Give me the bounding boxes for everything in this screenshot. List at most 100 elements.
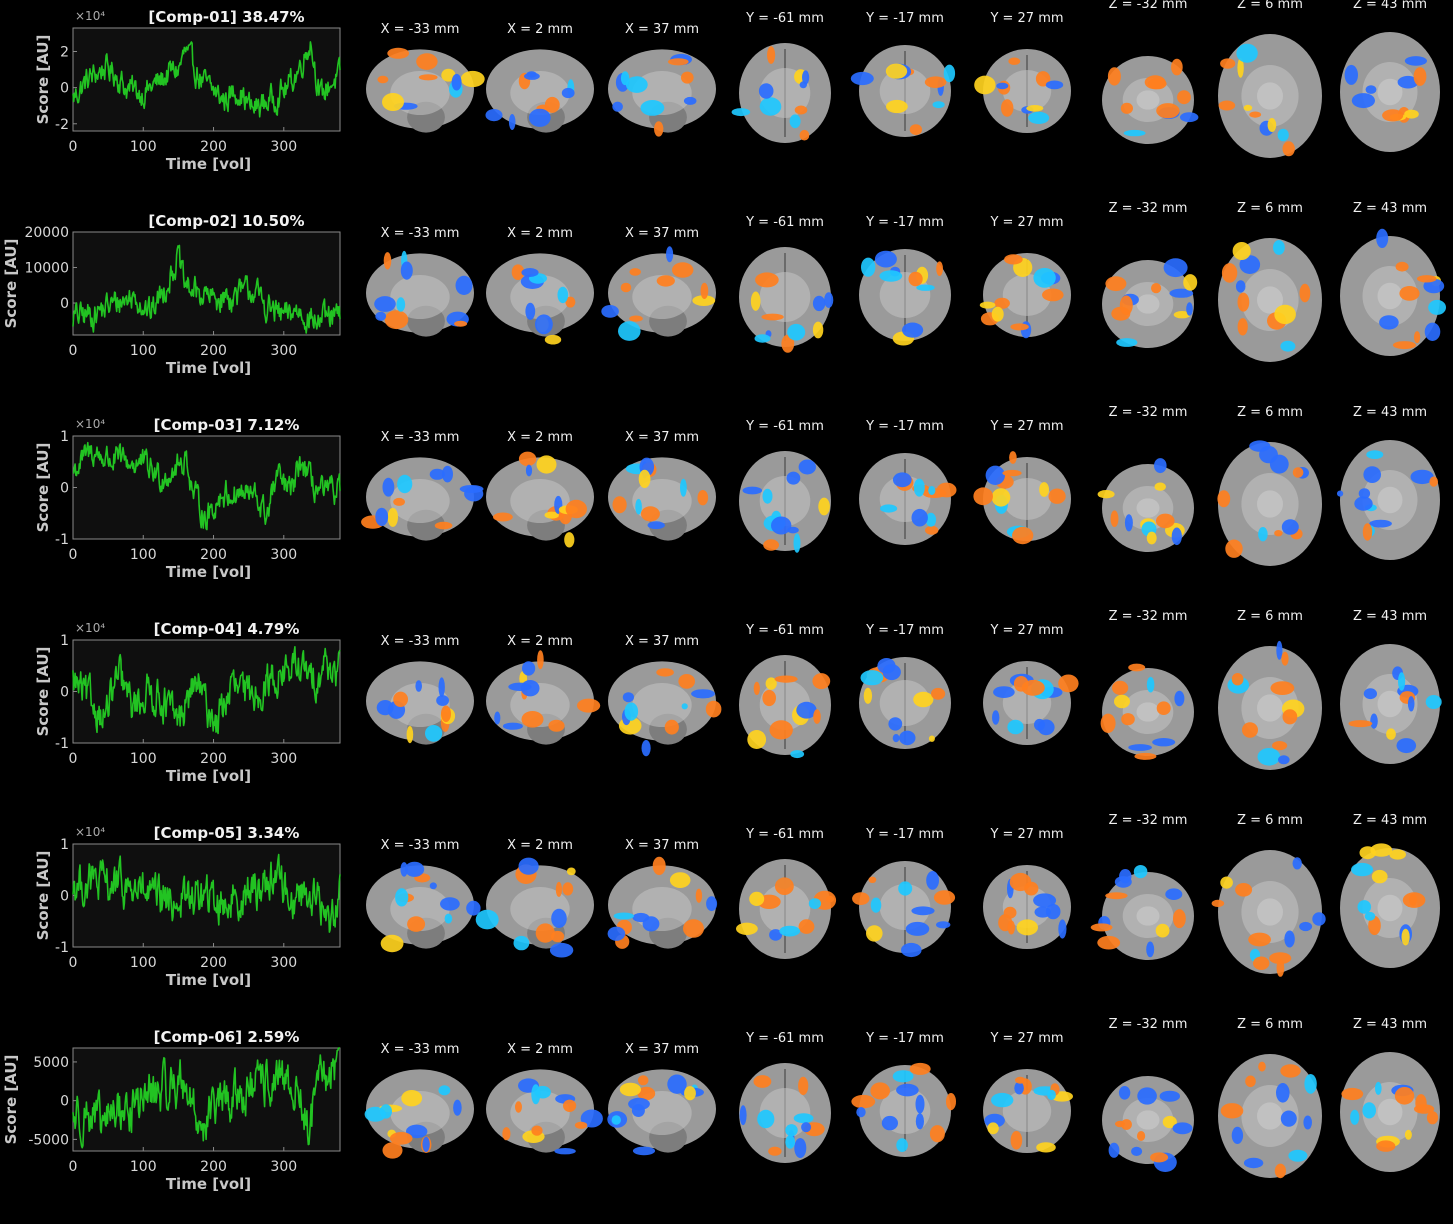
activation-cluster	[1274, 530, 1283, 537]
activation-cluster	[1350, 1109, 1360, 1125]
slice-label-6: Y = 27 mm	[989, 827, 1063, 842]
white-matter	[1362, 266, 1418, 326]
y-tick-label: 0	[60, 889, 69, 905]
activation-cluster	[785, 1124, 798, 1137]
activation-cluster	[1404, 109, 1419, 119]
activation-cluster	[555, 881, 563, 897]
activation-cluster	[1299, 283, 1311, 303]
activation-cluster	[808, 898, 822, 909]
activation-cluster	[1220, 58, 1236, 69]
activation-cluster	[1058, 674, 1079, 693]
white-matter	[1362, 470, 1418, 530]
brain-slice-7	[1090, 865, 1194, 960]
activation-cluster	[736, 922, 758, 935]
activation-cluster	[1258, 1061, 1266, 1072]
component-title: [Comp-01] 38.47%	[148, 8, 304, 26]
slice-label-3: X = 37 mm	[625, 226, 699, 241]
activation-cluster	[632, 1146, 656, 1156]
activation-cluster	[1351, 93, 1375, 109]
activation-cluster	[418, 74, 438, 81]
activation-cluster	[885, 63, 908, 79]
brain-slice-3	[608, 49, 716, 137]
activation-cluster	[395, 888, 409, 907]
activation-cluster	[825, 895, 835, 903]
y-axis-label: Score [AU]	[34, 647, 52, 737]
brain-slice-4	[731, 43, 831, 143]
activation-cluster	[1152, 738, 1176, 747]
x-axis-label: Time [vol]	[166, 563, 251, 581]
activation-cluster	[382, 1142, 403, 1159]
activation-cluster	[652, 856, 666, 876]
activation-cluster	[502, 1127, 511, 1141]
activation-cluster	[1235, 280, 1246, 293]
activation-cluster	[911, 906, 935, 916]
activation-cluster	[1249, 111, 1262, 118]
activation-cluster	[565, 499, 587, 519]
activation-cluster	[1162, 1115, 1177, 1129]
activation-cluster	[612, 101, 623, 112]
activation-cluster	[706, 896, 718, 912]
activation-cluster	[485, 109, 503, 122]
white-matter	[1241, 65, 1299, 127]
activation-cluster	[1220, 1103, 1244, 1119]
activation-cluster	[1404, 1129, 1412, 1140]
activation-cluster	[1404, 56, 1427, 66]
activation-cluster	[762, 488, 773, 504]
activation-cluster	[1169, 288, 1194, 298]
slice-label-5: Y = -17 mm	[865, 623, 944, 638]
activation-cluster	[425, 725, 443, 742]
activation-cluster	[908, 271, 923, 287]
activation-cluster	[1180, 112, 1199, 123]
white-matter	[879, 884, 931, 930]
activation-cluster	[1097, 490, 1115, 499]
activation-cluster	[1146, 531, 1157, 545]
activation-cluster	[928, 486, 936, 495]
activation-cluster	[1364, 911, 1376, 921]
activation-cluster	[1424, 322, 1441, 341]
activation-cluster	[400, 261, 413, 280]
activation-cluster	[525, 464, 533, 477]
activation-cluster	[802, 70, 810, 85]
axes-frame	[72, 843, 341, 948]
activation-cluster	[618, 321, 641, 341]
y-tick-label: -1	[55, 532, 69, 548]
y-tick-label: 0	[60, 481, 69, 497]
axes-frame	[72, 231, 341, 336]
activation-cluster	[1235, 883, 1253, 897]
activation-cluster	[1354, 496, 1373, 511]
activation-cluster	[1134, 752, 1157, 760]
activation-cluster	[635, 498, 642, 515]
activation-cluster	[695, 888, 703, 903]
activation-cluster	[612, 496, 627, 514]
activation-cluster	[1015, 1076, 1026, 1084]
activation-cluster	[1259, 445, 1278, 464]
brain-slice-8	[1217, 440, 1322, 566]
activation-cluster	[375, 311, 387, 321]
activation-cluster	[899, 730, 916, 746]
activation-cluster	[577, 698, 601, 713]
activation-cluster	[1369, 519, 1392, 528]
white-matter	[632, 275, 692, 319]
y-multiplier: ×10⁴	[75, 825, 105, 839]
activation-cluster	[700, 282, 709, 299]
activation-cluster	[785, 1135, 796, 1149]
activation-cluster	[441, 68, 456, 82]
activation-cluster	[1382, 109, 1404, 122]
brain-slice-1	[366, 47, 485, 133]
activation-cluster	[1154, 482, 1166, 491]
activation-cluster	[376, 700, 394, 716]
y-tick-label: 20000	[24, 225, 69, 241]
activation-cluster	[1026, 105, 1044, 112]
activation-cluster	[1174, 690, 1185, 707]
activation-cluster	[1267, 118, 1277, 132]
activation-cluster	[520, 680, 540, 697]
activation-cluster	[1217, 490, 1231, 508]
activation-cluster	[987, 1122, 999, 1135]
activation-cluster	[901, 942, 922, 958]
activation-cluster	[860, 670, 884, 686]
activation-cluster	[607, 926, 626, 941]
activation-cluster	[672, 262, 694, 278]
